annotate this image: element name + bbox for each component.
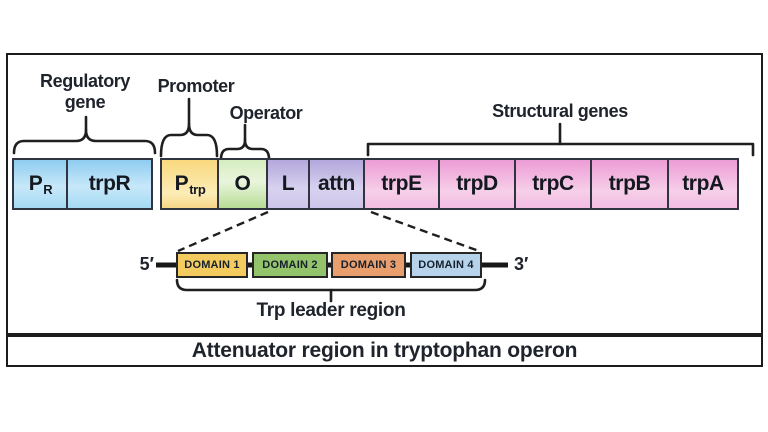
gene-segment-leader-label: L — [281, 172, 295, 195]
gene-segment-trpe-label: trpE — [381, 172, 422, 195]
operator-label: Operator — [229, 103, 303, 123]
trp-leader-region-label: Trp leader region — [256, 300, 406, 321]
gene-segment-trpa: trpA — [667, 160, 737, 208]
three-prime-label: 3′ — [514, 254, 529, 274]
gene-segment-operator: O — [217, 160, 266, 208]
gene-segment-pr-sub: R — [43, 181, 53, 197]
gene-segment-operator-label: O — [234, 172, 251, 195]
gene-segment-ptrp-sub: trp — [189, 181, 206, 197]
gene-segment-trpb-label: trpB — [608, 172, 651, 195]
gene-segment-trpd: trpD — [438, 160, 514, 208]
regulatory-gene-label: Regulatory gene — [20, 71, 150, 113]
gene-segment-leader: L — [266, 160, 308, 208]
gene-segment-ptrp-label: P — [174, 172, 189, 195]
domain-4-box: DOMAIN 4 — [410, 252, 482, 278]
gene-segment-trpr-label: trpR — [88, 172, 131, 195]
gene-segment-pr-label: P — [28, 172, 43, 195]
caption-text: Attenuator region in tryptophan operon — [191, 339, 578, 362]
gene-segment-trpa-label: trpA — [682, 172, 724, 195]
gene-segment-trpd-label: trpD — [456, 172, 498, 195]
domain-3-box: DOMAIN 3 — [331, 252, 406, 278]
promoter-label: Promoter — [157, 76, 235, 96]
gene-segment-attn-label: attn — [318, 172, 355, 195]
five-prime-label: 5′ — [139, 254, 154, 274]
domain-2-box: DOMAIN 2 — [252, 252, 328, 278]
gene-segment-trpb: trpB — [590, 160, 667, 208]
structural-genes-label: Structural genes — [492, 101, 628, 121]
regulatory-gene-label-line2: gene — [64, 92, 106, 112]
caption-box: Attenuator region in tryptophan operon — [6, 335, 763, 367]
gene-segment-attn: attn — [308, 160, 363, 208]
gene-segment-trpe: trpE — [363, 160, 438, 208]
domain-1-box: DOMAIN 1 — [176, 252, 248, 278]
gene-segment-trpc-label: trpC — [532, 172, 574, 195]
gene-segment-trpc: trpC — [514, 160, 590, 208]
regulatory-gene-label-line1: Regulatory — [39, 71, 131, 91]
gene-segment-trpr: trpR — [66, 160, 151, 208]
